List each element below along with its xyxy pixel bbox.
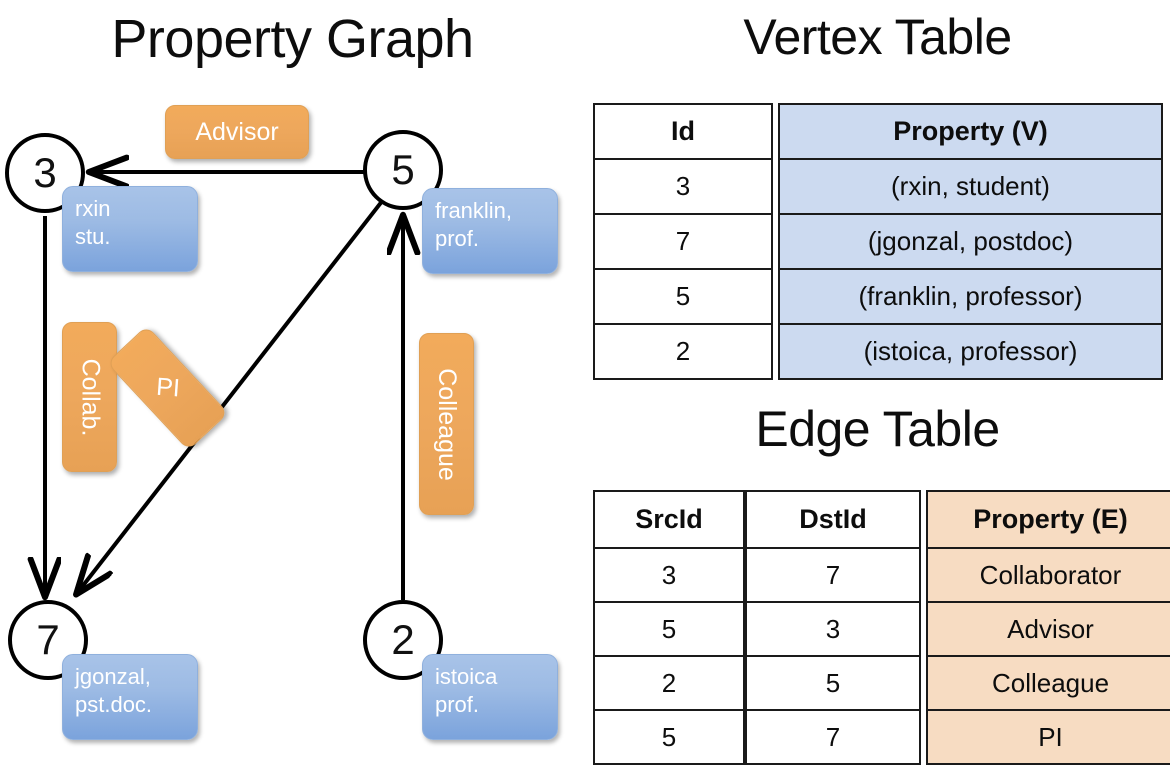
edge-table-cell-property: PI [928, 709, 1170, 763]
edge-table-column-srcid: SrcId 3 5 2 5 [593, 490, 745, 765]
edge-table-cell-dstid: 3 [747, 601, 919, 655]
page-title-property-graph: Property Graph [111, 9, 474, 69]
edge-table-cell-dstid: 7 [747, 547, 919, 601]
edge-label-advisor[interactable]: Advisor [165, 105, 309, 159]
edge-table-cell-srcid: 5 [595, 601, 743, 655]
node-property-line: istoica [435, 664, 498, 689]
node-property-line: prof. [435, 226, 480, 252]
edge-label-text: Advisor [195, 117, 279, 146]
edge-table: SrcId 3 5 2 5 DstId 7 3 5 7 Property (E)… [593, 490, 1170, 765]
edge-line-5-to-7 [78, 198, 385, 592]
vertex-table-cell-property: (rxin, student) [780, 158, 1161, 213]
edge-label-text: PI [154, 372, 181, 403]
node-property-box-2[interactable]: istoica prof. [422, 654, 558, 740]
node-property-line: rxin [75, 196, 111, 221]
vertex-table-cell-id: 2 [595, 323, 771, 378]
edge-label-text: Colleague [433, 367, 461, 481]
graph-edge-lines [0, 0, 585, 760]
edge-table-cell-dstid: 5 [747, 655, 919, 709]
node-property-box-3[interactable]: rxin stu. [62, 186, 198, 272]
edge-table-column-property: Property (E) Collaborator Advisor Collea… [926, 490, 1170, 765]
edge-table-cell-srcid: 2 [595, 655, 743, 709]
property-graph-diagram: 3 5 7 2 rxin stu. franklin, prof. jgonza… [0, 0, 585, 760]
edge-table-cell-property: Colleague [928, 655, 1170, 709]
edge-table-cell-property: Collaborator [928, 547, 1170, 601]
edge-table-cell-property: Advisor [928, 601, 1170, 655]
edge-table-cell-srcid: 5 [595, 709, 743, 763]
vertex-table-header-property: Property (V) [780, 105, 1161, 158]
node-property-box-5[interactable]: franklin, prof. [422, 188, 558, 274]
vertex-table-cell-property: (jgonzal, postdoc) [780, 213, 1161, 268]
node-property-line: stu. [75, 224, 111, 250]
node-property-line: prof. [435, 692, 480, 718]
edge-table-cell-dstid: 7 [747, 709, 919, 763]
edge-table-header-srcid: SrcId [635, 504, 703, 534]
node-property-line: jgonzal, [75, 664, 151, 689]
edge-table-cell-srcid: 3 [595, 547, 743, 601]
page-title-edge-table: Edge Table [755, 401, 1000, 457]
edge-label-colleague[interactable]: Colleague [419, 333, 474, 515]
page-title-vertex-table: Vertex Table [743, 9, 1012, 65]
vertex-table-cell-id: 7 [595, 213, 771, 268]
edge-label-text: Collab. [76, 358, 105, 436]
edge-table-column-dstid: DstId 7 3 5 7 [745, 490, 921, 765]
vertex-table: Id 3 7 5 2 Property (V) (rxin, student) … [593, 103, 1163, 380]
edge-label-collab[interactable]: Collab. [62, 322, 117, 472]
vertex-table-column-property: Property (V) (rxin, student) (jgonzal, p… [778, 103, 1163, 380]
edge-table-header-dstid: DstId [799, 504, 867, 534]
vertex-table-cell-id: 5 [595, 268, 771, 323]
vertex-table-column-id: Id 3 7 5 2 [593, 103, 773, 380]
vertex-table-header-id: Id [671, 116, 695, 146]
vertex-table-cell-id: 3 [595, 158, 771, 213]
vertex-table-cell-property: (istoica, professor) [780, 323, 1161, 378]
node-property-line: franklin, [435, 198, 513, 223]
graph-node-2[interactable]: 2 [363, 600, 443, 680]
node-property-line: pst.doc. [75, 692, 153, 718]
edge-table-header-property: Property (E) [928, 492, 1170, 547]
vertex-table-cell-property: (franklin, professor) [780, 268, 1161, 323]
graph-node-5[interactable]: 5 [363, 130, 443, 210]
node-property-box-7[interactable]: jgonzal, pst.doc. [62, 654, 198, 740]
